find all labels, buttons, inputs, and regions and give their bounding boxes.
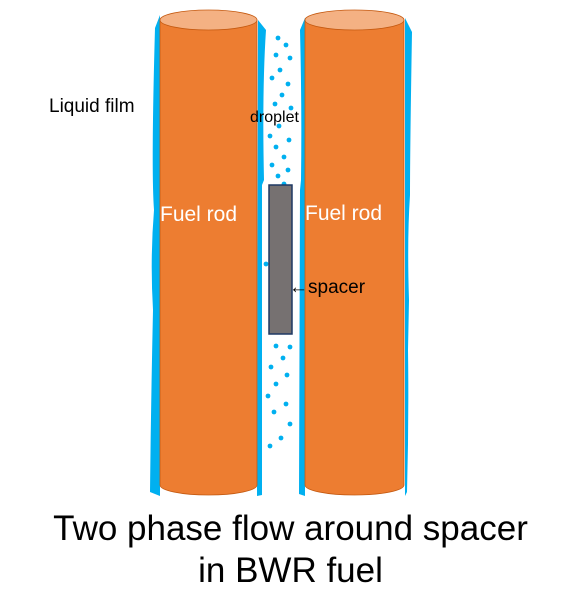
droplet [267, 443, 273, 449]
liquid-film-right-rod-outer [405, 18, 412, 496]
droplet [267, 133, 273, 139]
droplet [285, 81, 291, 87]
droplet [280, 355, 286, 361]
droplet [285, 167, 291, 173]
droplet [276, 123, 282, 129]
droplet [288, 105, 294, 111]
liquid-film-label: Liquid film [49, 96, 135, 117]
droplet [273, 144, 279, 150]
droplet [281, 154, 287, 160]
figure-caption: Two phase flow around spacer in BWR fuel [0, 508, 581, 592]
droplet [269, 75, 275, 81]
droplets [263, 35, 294, 449]
fuel-rod-right-label: Fuel rod [305, 202, 382, 225]
droplet [287, 344, 293, 350]
droplet [272, 101, 278, 107]
caption-line-1: Two phase flow around spacer [53, 509, 528, 548]
fuel-rod-right [304, 9, 405, 496]
liquid-film-layers [150, 15, 412, 496]
liquid-film-left-rod-outer [150, 15, 160, 496]
droplet-label: droplet [250, 109, 299, 126]
droplet [287, 55, 293, 61]
droplet [273, 381, 279, 387]
droplet [287, 421, 293, 427]
fuel-rod-right-top [304, 9, 405, 31]
droplet [271, 409, 277, 415]
liquid-film-right-rod-inner [299, 18, 305, 496]
droplet [269, 162, 275, 168]
droplet [286, 137, 292, 143]
droplet [279, 92, 285, 98]
spacer-label: ←spacer [289, 277, 366, 298]
droplet [268, 364, 274, 370]
liquid-film-left-rod-inner [257, 20, 266, 496]
droplet [283, 401, 289, 407]
droplet [265, 393, 271, 399]
droplet [277, 67, 283, 73]
droplet [275, 173, 281, 179]
spacer-block [268, 184, 293, 335]
droplet [283, 42, 289, 48]
droplet [275, 35, 281, 41]
fuel-rod-left-body [159, 19, 258, 496]
droplet [273, 343, 279, 349]
droplet [278, 435, 284, 441]
droplet [273, 52, 279, 58]
fuel-rod-left-label: Fuel rod [160, 203, 237, 226]
droplet [284, 372, 290, 378]
fuel-rod-left [159, 9, 258, 496]
droplet [263, 261, 269, 267]
caption-line-2: in BWR fuel [198, 551, 383, 590]
fuel-rod-right-body [304, 19, 405, 496]
fuel-rod-left-top [159, 9, 258, 31]
